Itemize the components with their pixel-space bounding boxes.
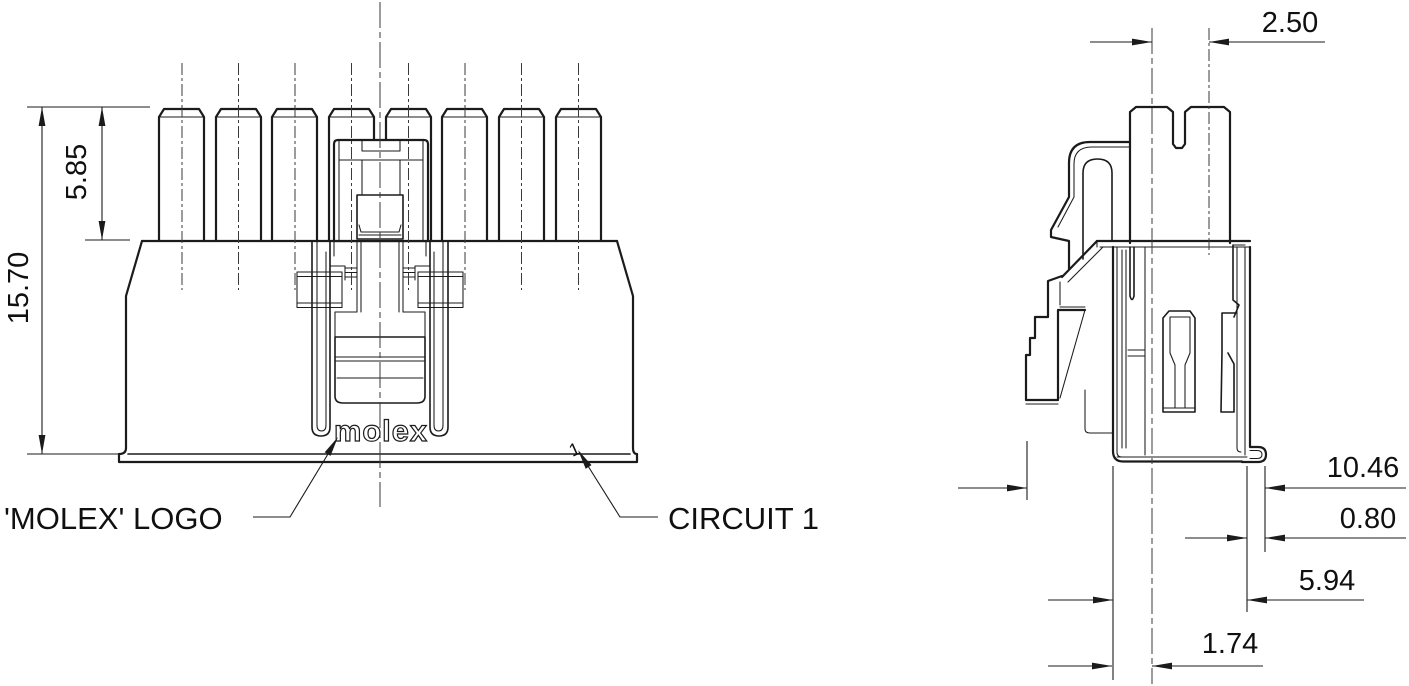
extension-lines (1026, 441, 1266, 680)
svg-text:10.46: 10.46 (1327, 452, 1400, 484)
svg-text:0.80: 0.80 (1340, 503, 1396, 535)
svg-text:1.74: 1.74 (1202, 628, 1258, 660)
dim-lead-offset: 1.74 (1048, 628, 1263, 670)
side-centerlines (1151, 28, 1210, 684)
side-view: 2.50 10.46 0.80 5.94 1.74 (958, 7, 1406, 684)
svg-text:5.94: 5.94 (1299, 565, 1355, 597)
front-view: molex 1 15.70 5.85 'MOLEX' LOGO CIRCUIT … (3, 2, 819, 536)
molex-logo-label: 'MOLEX' LOGO (4, 501, 223, 536)
dim-body-depth: 5.94 (1048, 565, 1364, 604)
part-marking-molex: molex (334, 415, 428, 448)
dim-total-height: 15.70 (3, 106, 150, 455)
dim-pin-height: 5.85 (61, 107, 130, 241)
side-body (1111, 244, 1268, 464)
molex-logo-callout: 'MOLEX' LOGO (4, 437, 338, 536)
front-centerlines (181, 2, 579, 507)
circuit-1-marker: 1 (566, 438, 583, 460)
side-latch-lever (1024, 140, 1132, 434)
side-prongs (1128, 105, 1232, 245)
svg-text:15.70: 15.70 (3, 252, 35, 325)
dim-pin-thickness: 0.80 (1185, 503, 1406, 542)
center-latch (296, 138, 464, 437)
svg-text:5.85: 5.85 (61, 144, 93, 200)
svg-text:2.50: 2.50 (1262, 7, 1318, 39)
circuit-1-label: CIRCUIT 1 (668, 501, 819, 536)
circuit-1-callout: CIRCUIT 1 (578, 450, 819, 536)
dim-overall-width: 10.46 (958, 452, 1406, 492)
dim-pitch: 2.50 (1090, 7, 1325, 46)
